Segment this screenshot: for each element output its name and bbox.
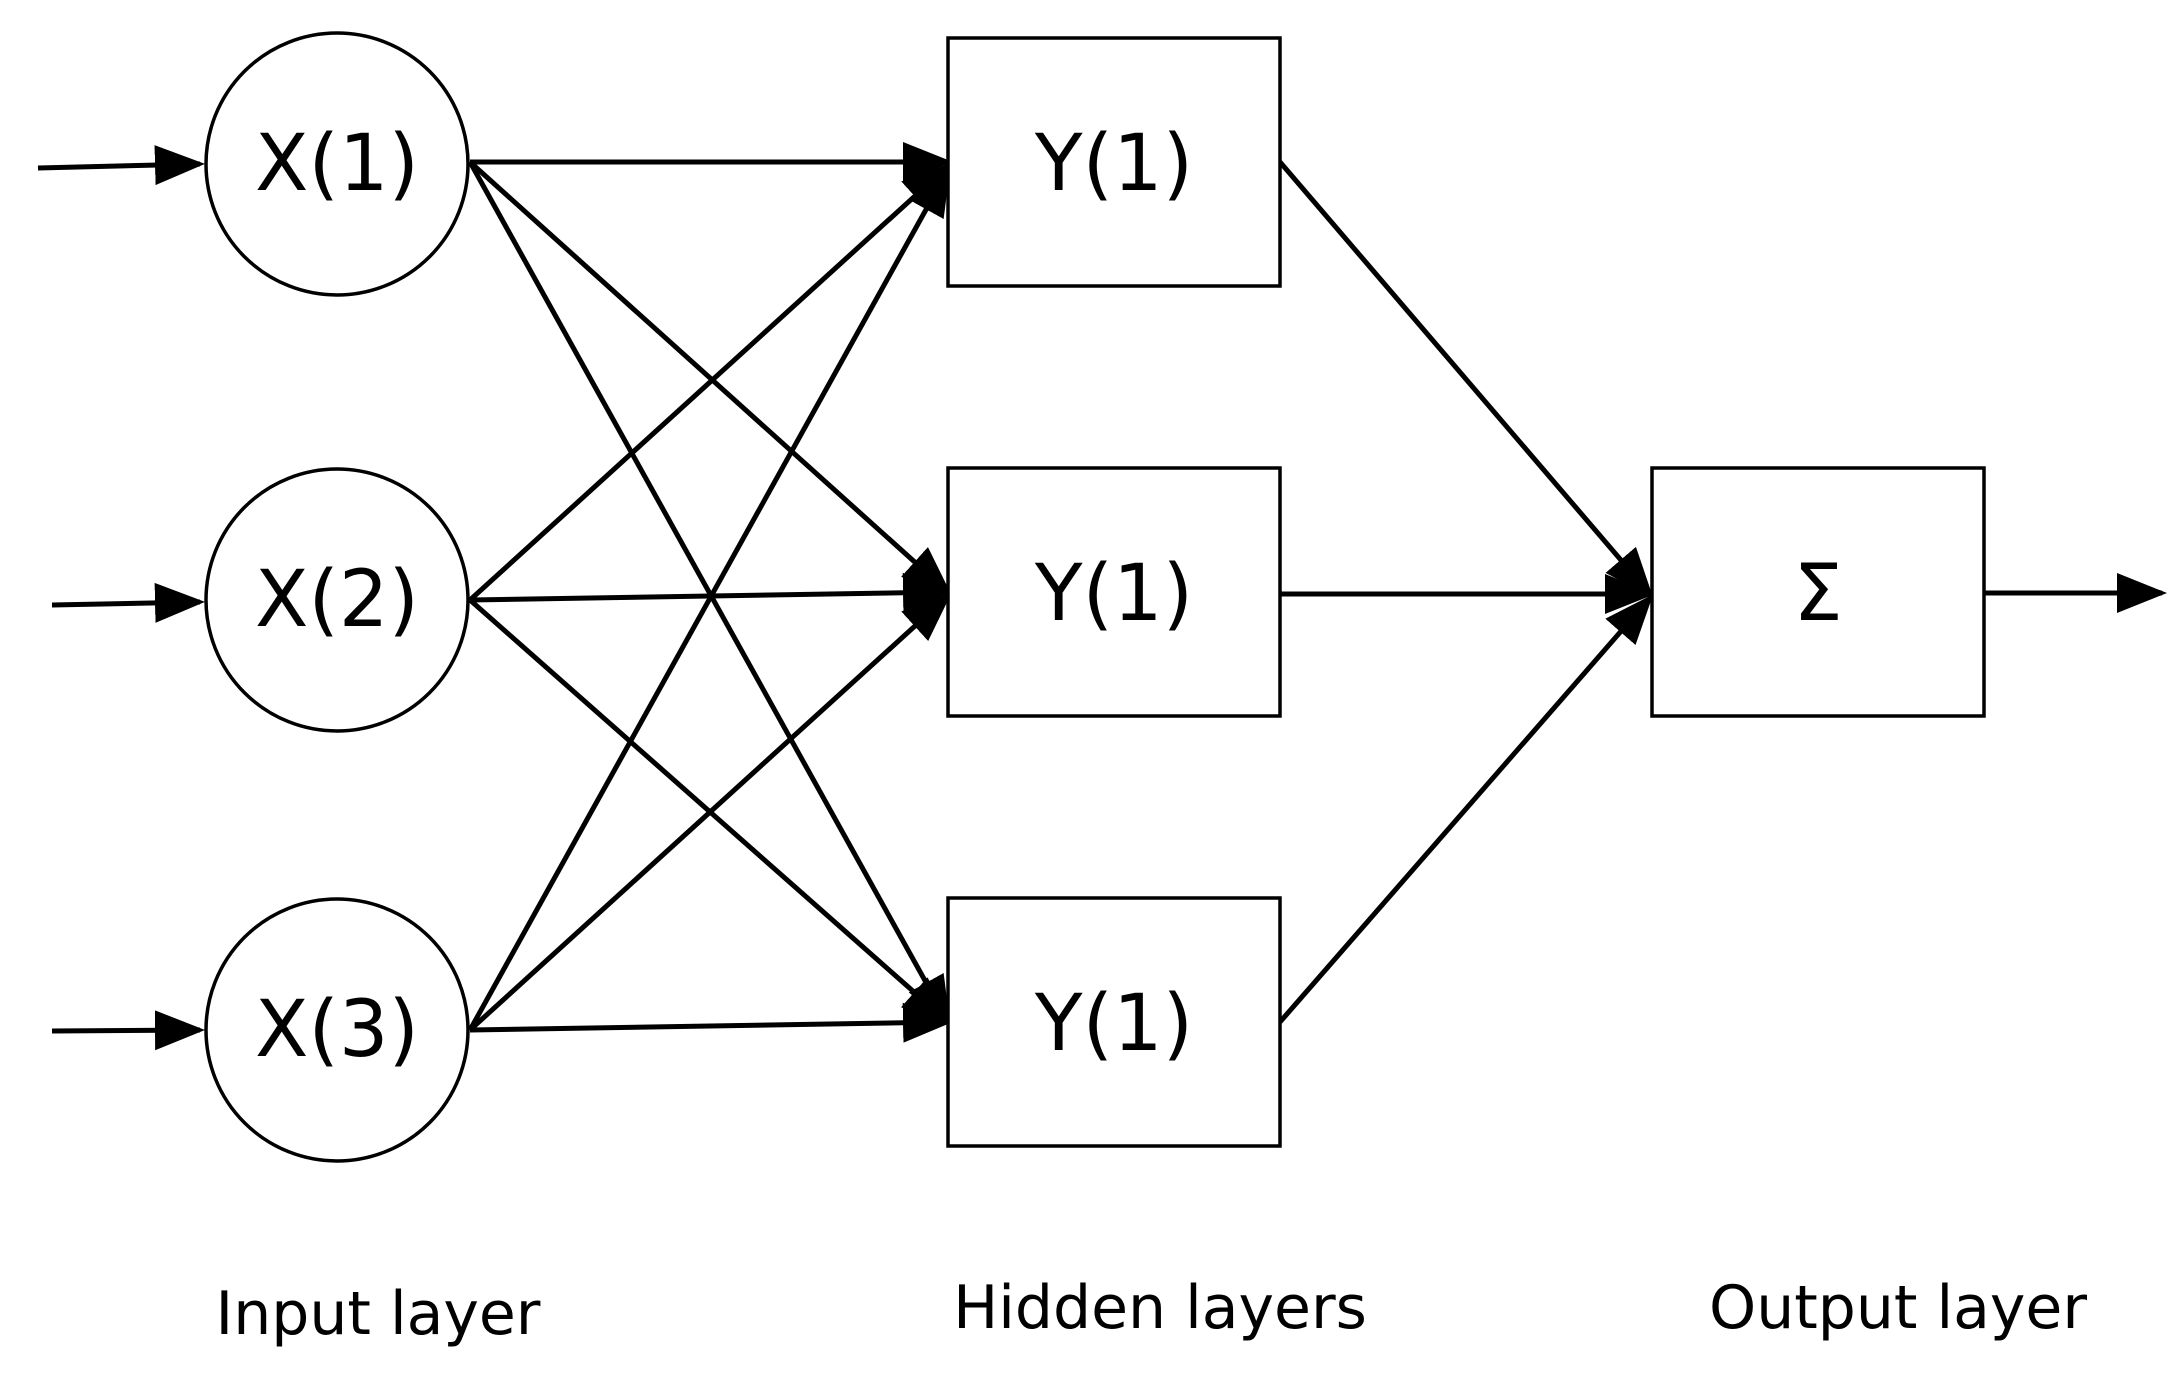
input-node-x1: X(1) [204, 31, 470, 297]
hidden-node-2: Y(1) [946, 466, 1282, 718]
node-label: X(2) [255, 555, 419, 645]
node-label: Y(1) [1034, 979, 1193, 1069]
edge-h3-out [1278, 594, 1654, 1024]
hidden-node-box [946, 466, 1282, 718]
node-label: X(1) [255, 119, 419, 209]
hidden-layers-label: Hidden layers [953, 1273, 1367, 1343]
edge-x1-h2 [468, 160, 952, 596]
input-arrows [37, 145, 205, 1051]
output-layer-label: Output layer [1709, 1273, 2087, 1343]
input-arrow-x2 [51, 582, 205, 623]
hidden-output-connections [1278, 160, 1655, 1024]
edge-x3-h2 [468, 592, 952, 1032]
edge-x3-h3 [469, 1002, 953, 1043]
input-node-x3: X(3) [204, 897, 470, 1163]
edge-x2-h1 [468, 162, 952, 602]
hidden-node-1: Y(1) [946, 36, 1282, 288]
input-arrow-x3 [51, 1010, 205, 1051]
edge-x1-h3 [467, 160, 951, 1027]
input-node-circle [204, 897, 470, 1163]
node-label: X(3) [255, 985, 419, 1075]
input-node-circle [204, 31, 470, 297]
edge-h1-out [1278, 160, 1654, 598]
hidden-node-3: Y(1) [946, 896, 1282, 1148]
edge-x3-h1 [467, 165, 951, 1032]
output-node: Σ [1650, 466, 1986, 718]
output-node-box [1650, 466, 1986, 718]
input-node-x2: X(2) [204, 467, 470, 733]
input-hidden-connections [467, 142, 953, 1043]
input-node-circle [204, 467, 470, 733]
hidden-node-box [946, 36, 1282, 288]
hidden-node-box [946, 896, 1282, 1148]
sum-symbol: Σ [1793, 549, 1842, 639]
node-label: Y(1) [1034, 119, 1193, 209]
node-label: Y(1) [1034, 549, 1193, 639]
input-layer-label: Input layer [216, 1279, 541, 1349]
input-arrow-x1 [37, 145, 205, 186]
